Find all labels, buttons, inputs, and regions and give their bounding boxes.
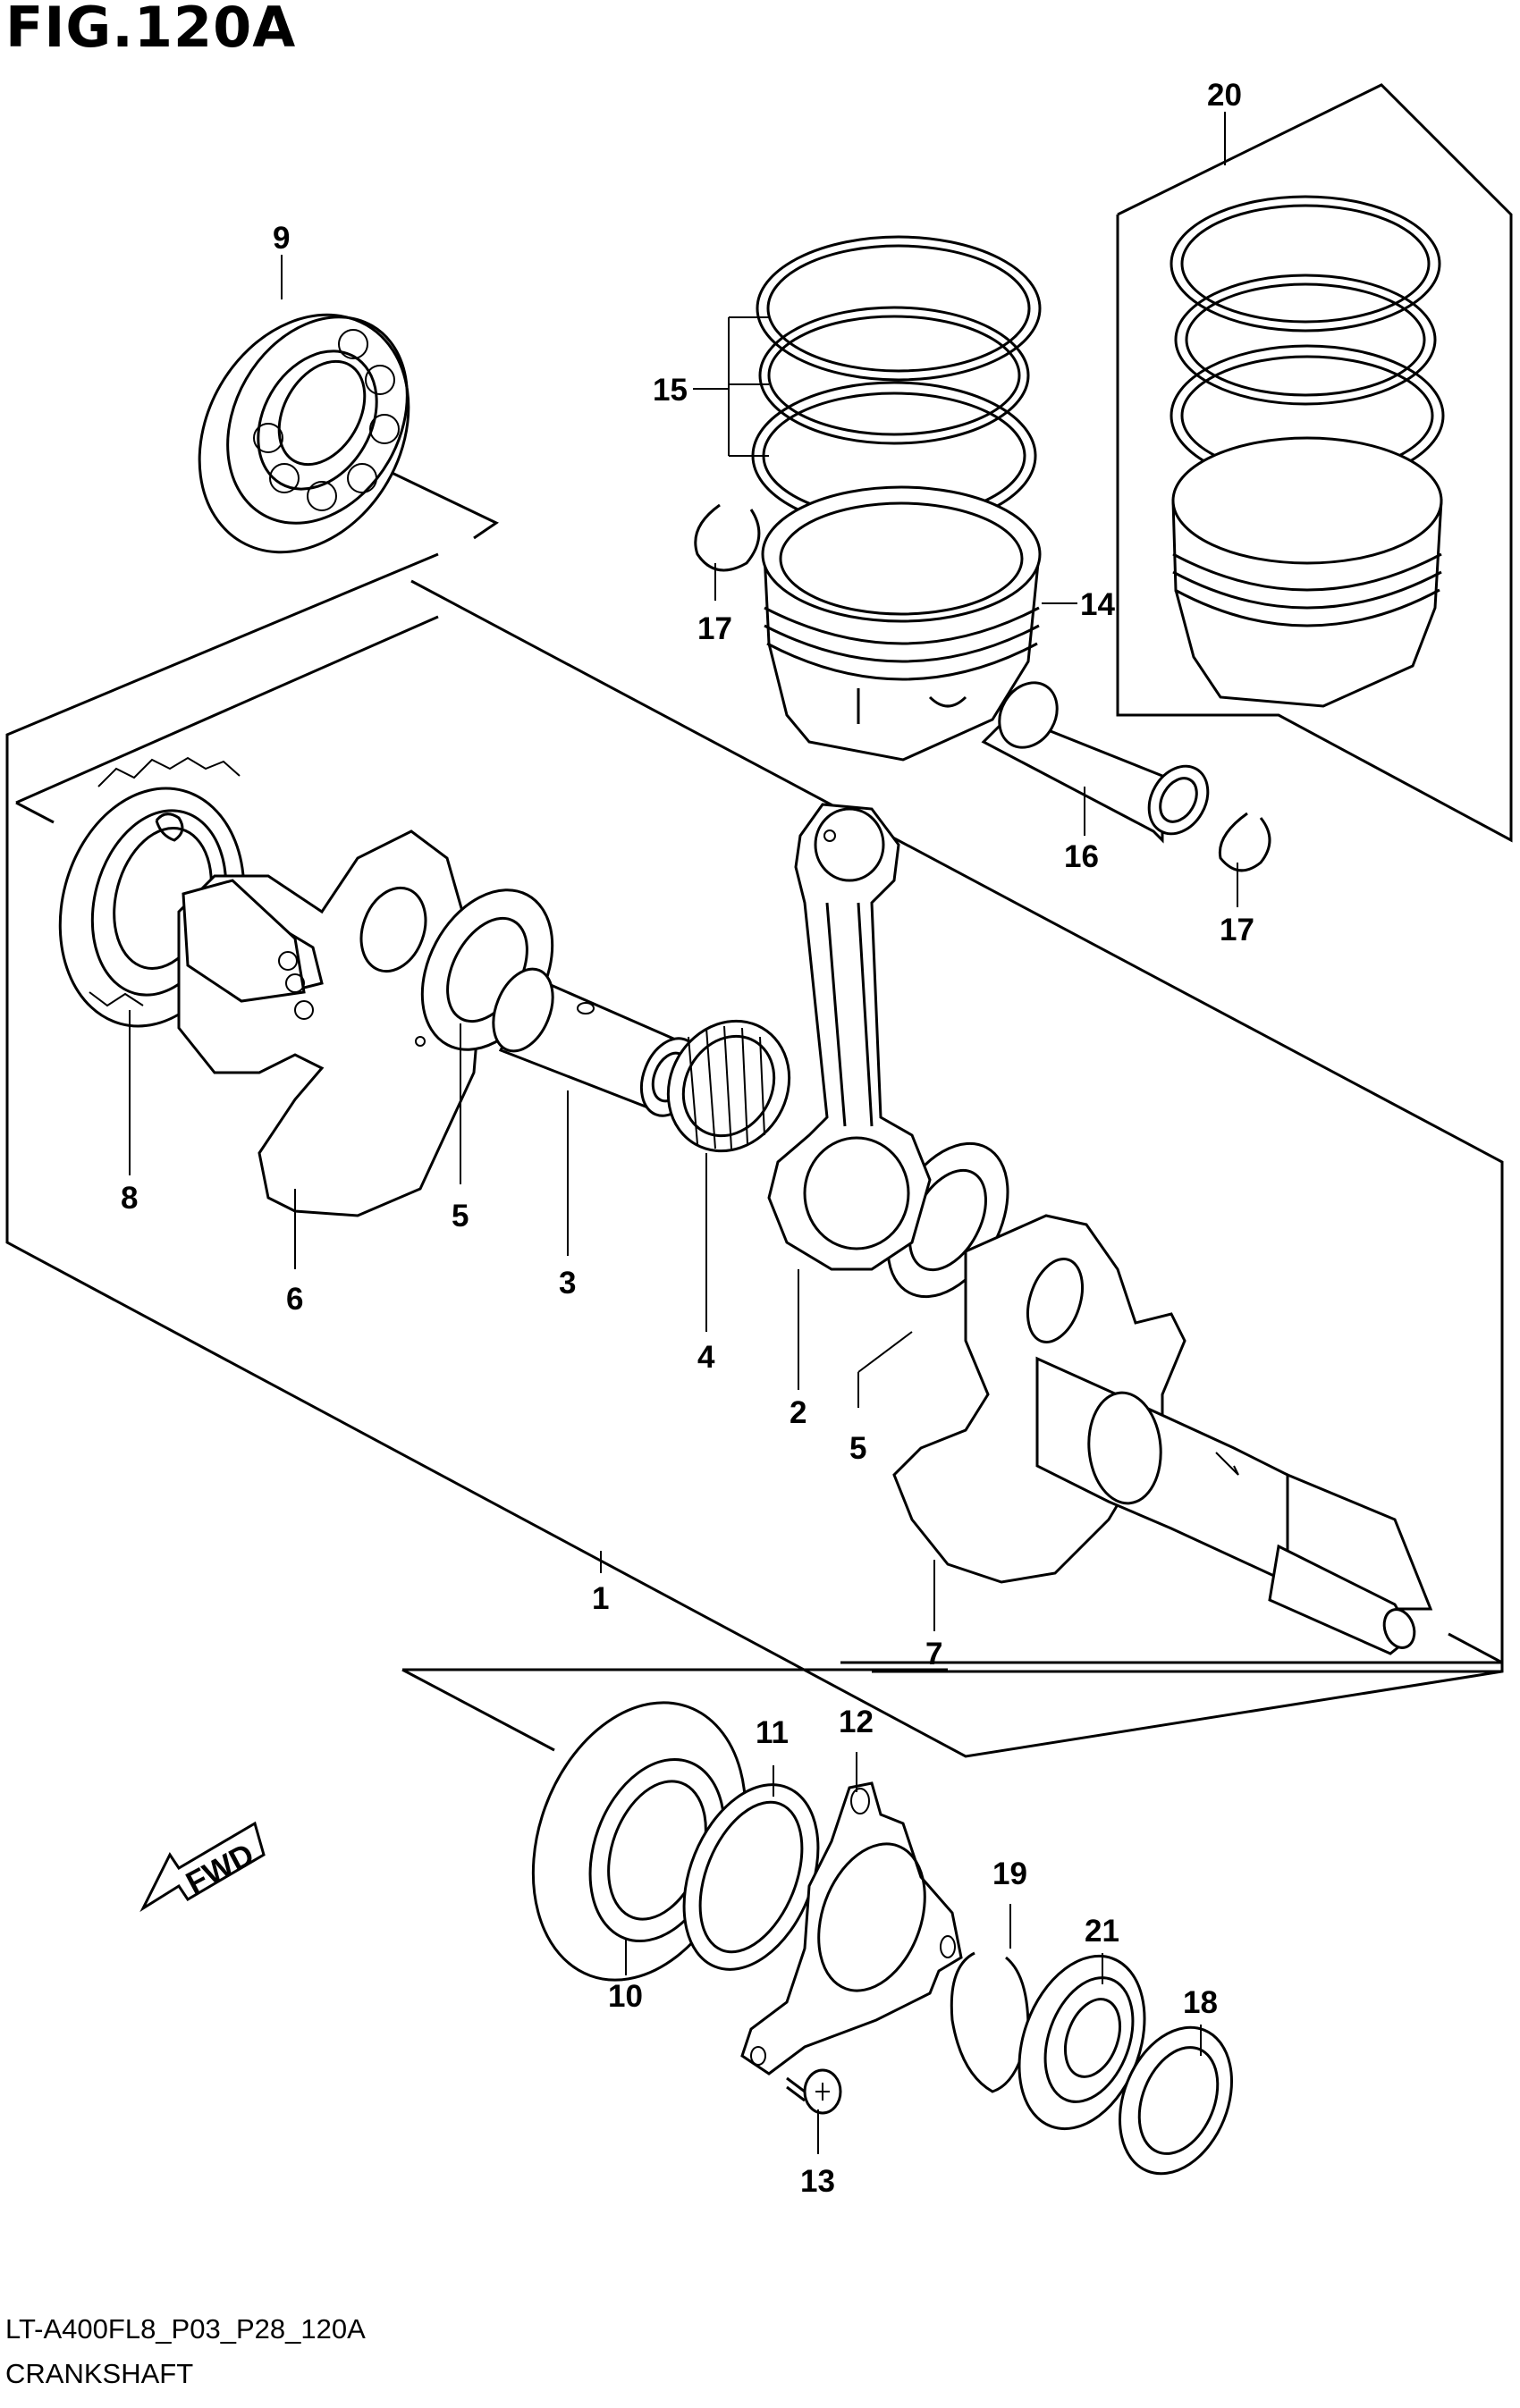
callout-18: 18 — [1183, 1985, 1218, 2020]
callout-19: 19 — [992, 1857, 1027, 1891]
piston-pin-part-16 — [981, 681, 1210, 844]
callout-14: 14 — [1080, 587, 1115, 622]
piston-set-part-20 — [1170, 195, 1445, 708]
piston-set-bracket — [1116, 83, 1513, 843]
callout-1: 1 — [592, 1581, 609, 1616]
callout-21: 21 — [1085, 1914, 1119, 1949]
figure-title: FIG.120A — [5, 0, 297, 60]
callout-12: 12 — [839, 1705, 874, 1739]
callout-4: 4 — [697, 1340, 715, 1375]
page-name: CRANKSHAFT — [5, 2358, 194, 2389]
callout-10: 10 — [608, 1979, 643, 2014]
oil-seal-part-18 — [1119, 2025, 1233, 2176]
fwd-arrow-icon: FWD — [139, 1821, 266, 1913]
piston-rings-part-15 — [751, 235, 1042, 531]
callout-11: 11 — [756, 1715, 789, 1750]
crank-web-part-6 — [177, 829, 485, 1217]
callout-17-upper: 17 — [697, 611, 732, 646]
callout-3: 3 — [559, 1266, 576, 1301]
page-code: LT-A400FL8_P03_P28_120A — [5, 2313, 366, 2345]
circlip-part-17-upper — [694, 503, 761, 572]
bearing-bracket — [384, 467, 499, 540]
callout-6: 6 — [286, 1282, 303, 1317]
callout-9: 9 — [273, 221, 290, 256]
circlip-part-19 — [950, 1951, 1030, 2093]
circlip-part-17-right — [1218, 812, 1271, 872]
connecting-rod-part-2 — [767, 803, 932, 1271]
callout-20: 20 — [1207, 78, 1242, 113]
leader-lines — [129, 112, 1238, 2154]
lower-bracket — [401, 1668, 948, 1752]
callout-5-left: 5 — [452, 1199, 469, 1233]
callout-7: 7 — [925, 1637, 942, 1671]
callout-15: 15 — [653, 373, 688, 408]
callout-8: 8 — [121, 1181, 138, 1216]
callout-17-right: 17 — [1220, 913, 1254, 947]
retainer-plate-part-12 — [740, 1781, 963, 2075]
needle-bearing-part-4 — [666, 1019, 791, 1153]
bearing-part-21 — [1018, 1954, 1146, 2131]
callout-16: 16 — [1064, 839, 1099, 874]
piston-part-14 — [761, 485, 1042, 762]
crankshaft-journal — [1035, 1356, 1433, 1655]
callout-13: 13 — [800, 2164, 835, 2199]
callout-labels: 9 20 15 14 17 16 17 8 6 5 3 4 2 5 1 7 11… — [121, 78, 1254, 2199]
screw-part-13 — [786, 2068, 842, 2115]
crankshaft-assembly-bracket — [5, 552, 1504, 1758]
bearing-part-9 — [198, 313, 410, 554]
callout-5-right: 5 — [849, 1431, 866, 1466]
callout-2: 2 — [790, 1395, 806, 1430]
